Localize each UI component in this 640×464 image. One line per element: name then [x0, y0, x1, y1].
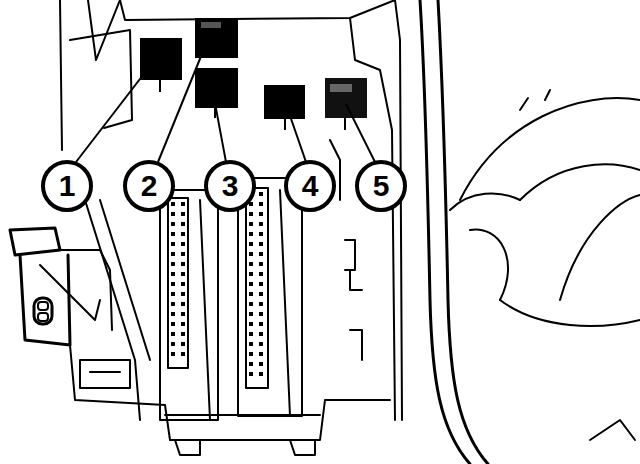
leader-lines [76, 44, 375, 162]
callout-number: 1 [47, 166, 87, 206]
callout-number: 5 [361, 166, 401, 206]
callout-number: 3 [210, 166, 250, 206]
relay-blocks [140, 18, 367, 130]
callout-circles [43, 162, 405, 210]
callout-number: 4 [290, 166, 330, 206]
callout-number: 2 [129, 166, 169, 206]
